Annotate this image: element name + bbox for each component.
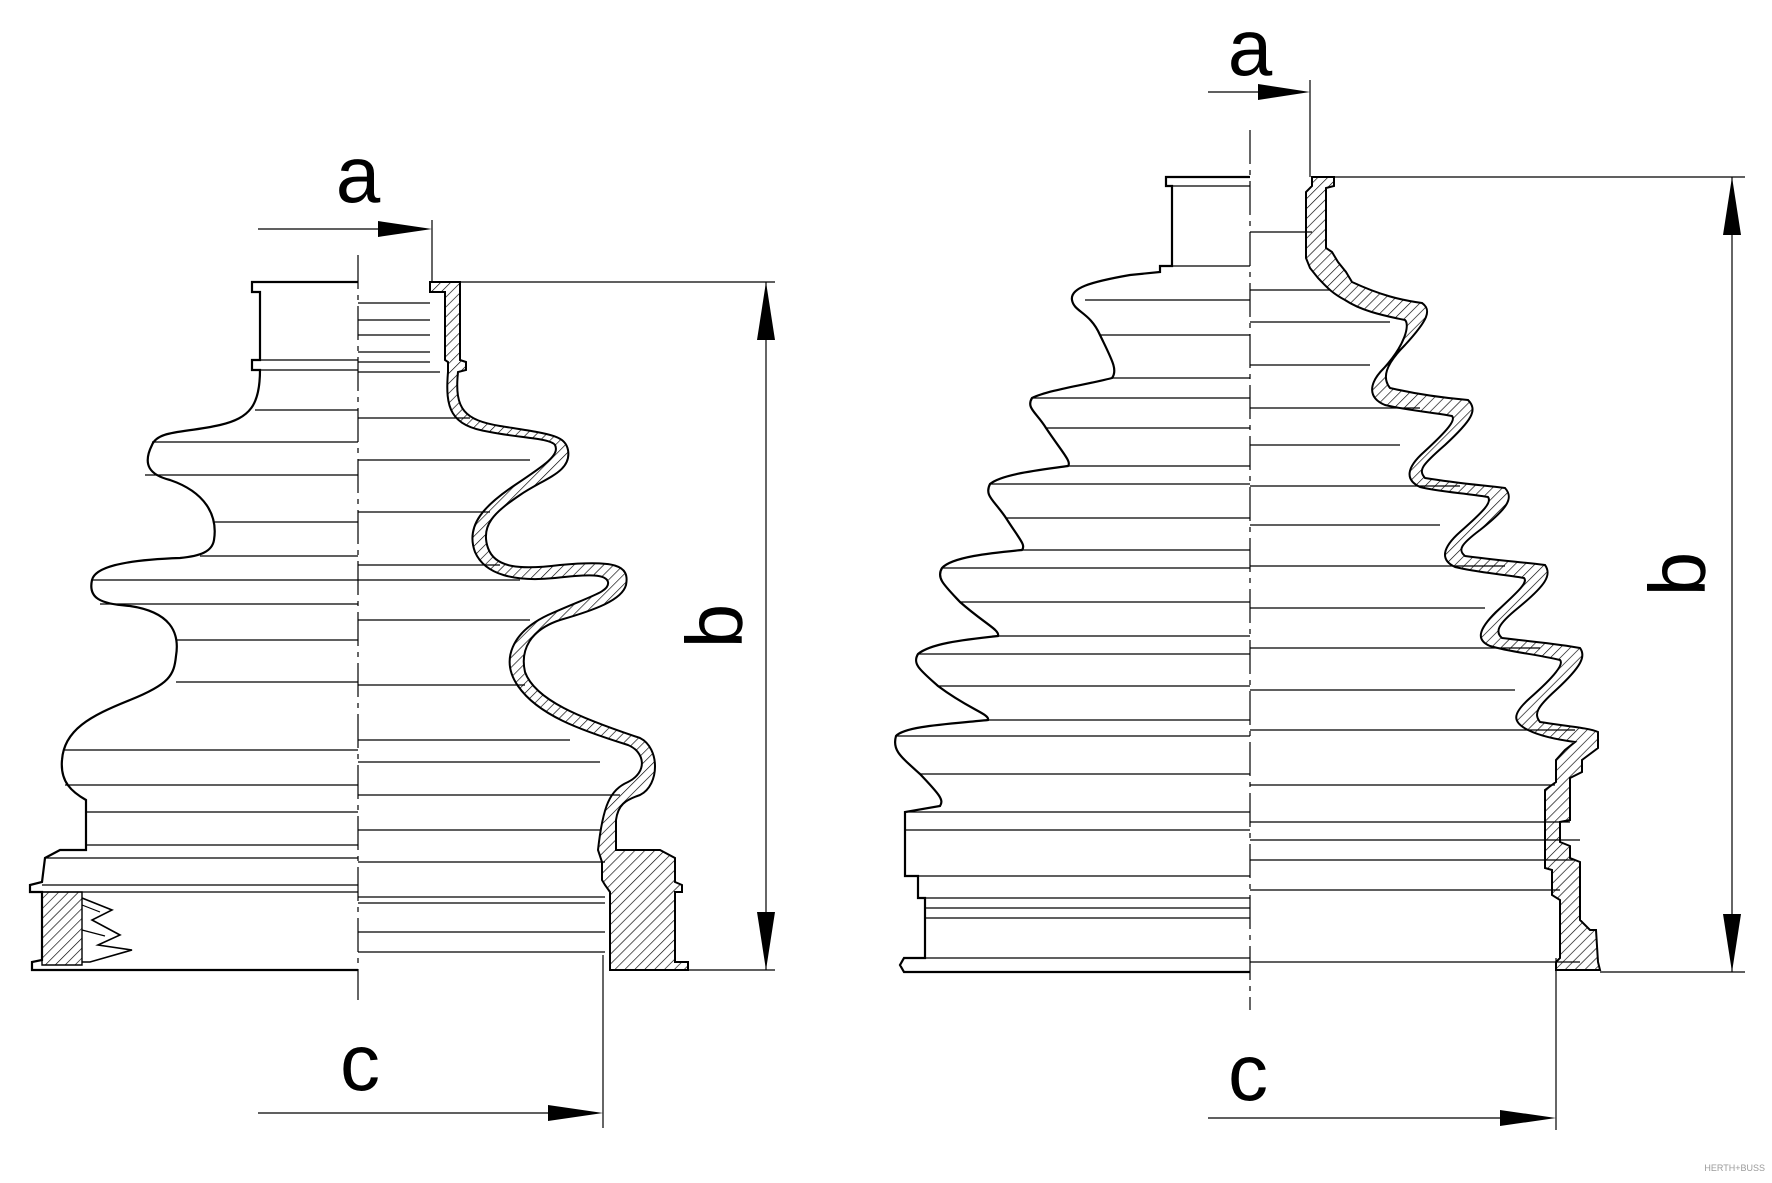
left-dim-a-label: a — [336, 130, 381, 219]
right-dim-a: a — [1208, 3, 1311, 177]
right-dim-c: c — [1208, 958, 1557, 1130]
right-dim-c-label: c — [1228, 1028, 1268, 1117]
right-boot-wall-section — [1305, 176, 1602, 971]
right-boot-outline — [893, 175, 1250, 974]
left-boot-left-clamp — [41, 891, 133, 966]
right-dim-b-label: b — [1633, 552, 1722, 597]
right-dim-b: b — [1334, 176, 1745, 973]
brand-watermark: HERTH+BUSS — [1704, 1163, 1765, 1173]
right-dim-a-label: a — [1228, 3, 1273, 92]
left-dim-b: b — [440, 281, 775, 971]
right-boot-inner-bands — [1250, 231, 1580, 963]
left-dim-b-label: b — [670, 604, 759, 649]
left-boot-wall-section — [429, 281, 689, 971]
left-dim-c: c — [258, 955, 604, 1128]
left-boot-inner-bands — [358, 302, 620, 953]
left-dim-a: a — [258, 130, 433, 282]
right-boot-bands — [896, 185, 1250, 959]
left-boot-outline — [28, 280, 358, 972]
right-boot — [893, 175, 1602, 974]
left-boot — [28, 280, 689, 972]
left-dim-c-label: c — [340, 1018, 380, 1107]
left-boot-bands — [42, 359, 358, 893]
